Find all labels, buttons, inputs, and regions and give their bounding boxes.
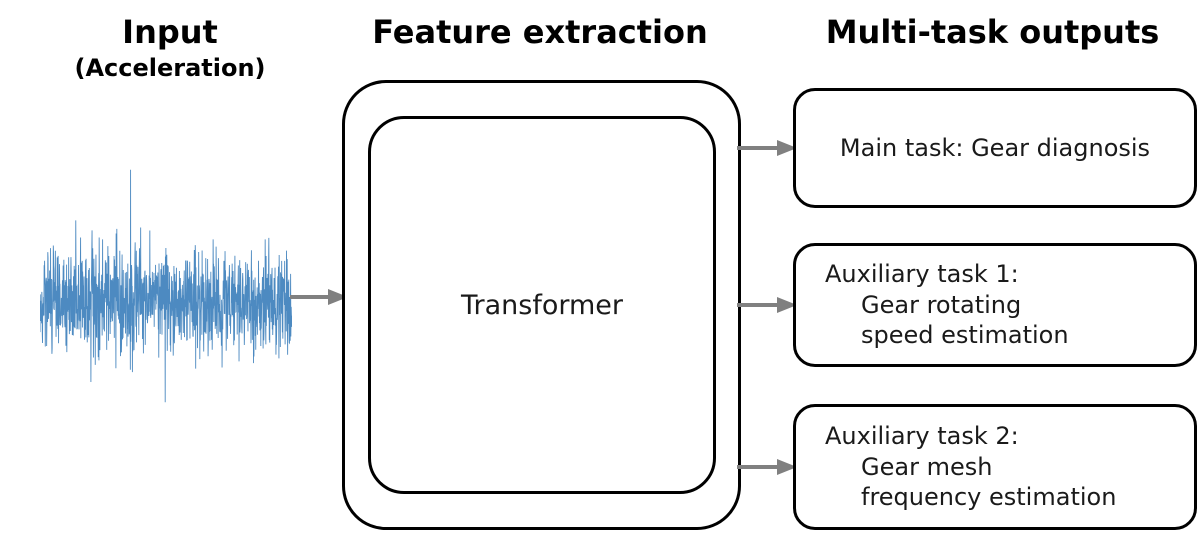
output-line-1: Auxiliary task 1: bbox=[825, 259, 1019, 288]
column-title-feature-extraction: Feature extraction bbox=[372, 13, 708, 51]
output-box-main-task[interactable]: Main task: Gear diagnosis bbox=[793, 88, 1197, 208]
waveform-icon bbox=[40, 158, 292, 444]
arrow-transformer-to-auxiliary-task-2 bbox=[737, 459, 797, 475]
output-line-2: Gear mesh bbox=[861, 452, 993, 481]
arrow-transformer-to-auxiliary-task-1 bbox=[737, 297, 797, 313]
arrow-transformer-to-main-task bbox=[737, 140, 797, 156]
output-text-auxiliary-task-1: Auxiliary task 1: Gear rotating speed es… bbox=[796, 259, 1194, 351]
output-text-main-task: Main task: Gear diagnosis bbox=[796, 133, 1194, 164]
column-title-multi-task-outputs: Multi-task outputs bbox=[825, 13, 1160, 51]
output-text-auxiliary-task-2: Auxiliary task 2: Gear mesh frequency es… bbox=[796, 421, 1194, 513]
output-line-3: frequency estimation bbox=[861, 483, 1117, 512]
output-line-1: Auxiliary task 2: bbox=[825, 421, 1019, 450]
output-line-3: speed estimation bbox=[861, 321, 1069, 350]
output-line-2: Gear rotating bbox=[861, 290, 1022, 319]
column-subtitle-acceleration: (Acceleration) bbox=[74, 54, 266, 82]
transformer-box[interactable]: Transformer bbox=[368, 116, 716, 494]
output-box-auxiliary-task-2[interactable]: Auxiliary task 2: Gear mesh frequency es… bbox=[793, 404, 1197, 530]
output-line-1: Main task: Gear diagnosis bbox=[839, 133, 1151, 162]
transformer-label: Transformer bbox=[460, 289, 623, 321]
output-box-auxiliary-task-1[interactable]: Auxiliary task 1: Gear rotating speed es… bbox=[793, 243, 1197, 367]
arrow-input-to-transformer bbox=[290, 289, 348, 305]
column-title-input: Input bbox=[122, 13, 218, 51]
acceleration-signal-plot bbox=[40, 158, 292, 444]
